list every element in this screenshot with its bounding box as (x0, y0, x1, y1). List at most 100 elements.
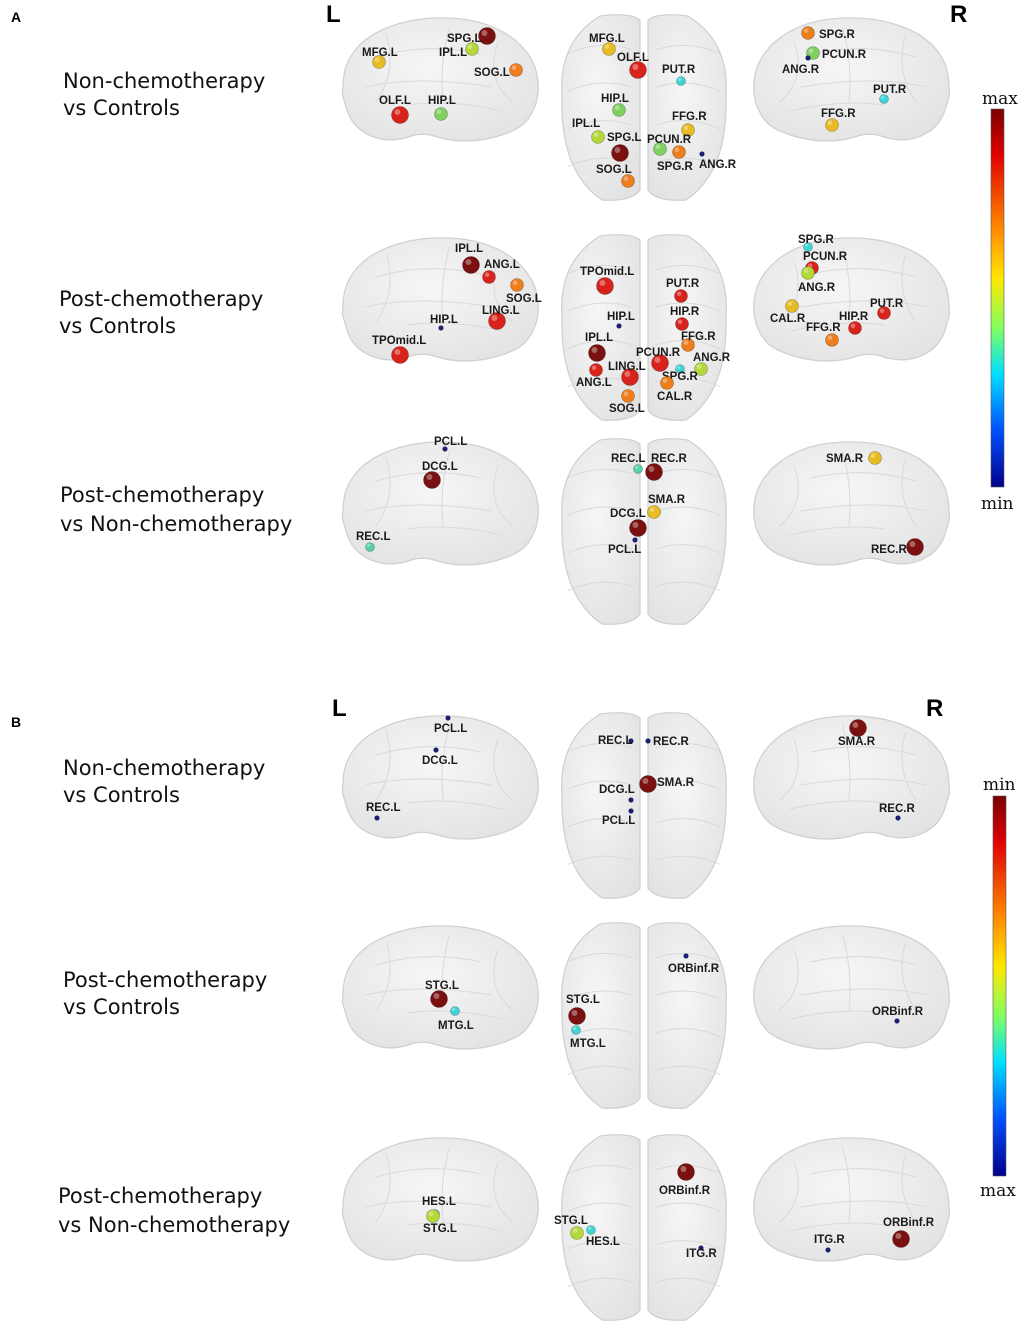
roi-node (621, 174, 635, 188)
roi-node (825, 333, 839, 347)
roi-node-highlight (683, 340, 689, 345)
side-letter-right-a: R (950, 1, 967, 28)
roi-node (677, 1163, 695, 1181)
roi-node-highlight (433, 993, 440, 1000)
brain-sulcus (365, 504, 492, 512)
brain-sulcus (655, 302, 721, 312)
row-label-line: Non-chemotherapy (63, 756, 265, 780)
roi-label: ORBinf.R (872, 1006, 924, 1018)
brain-sulcus (901, 458, 917, 527)
roi-label: PCL.L (608, 544, 641, 556)
roi-node (478, 27, 496, 45)
brain-sulcus (842, 934, 851, 1011)
roi-node (894, 1018, 900, 1024)
roi-node (806, 46, 820, 60)
brain-sulcus (800, 988, 927, 996)
colorbar-a-bottom-label: min (981, 494, 1014, 514)
brain-sulcus (842, 450, 851, 527)
roi-node-highlight (623, 391, 629, 396)
roi-label: HES.L (586, 1236, 620, 1248)
brain-sulcus (789, 800, 885, 810)
roi-node (848, 321, 862, 335)
roi-node (672, 145, 686, 159)
hemisphere-outline (647, 1134, 727, 1321)
brain-top-view-0-1 (561, 234, 727, 421)
roi-node (628, 738, 634, 744)
brain-sulcus (365, 988, 492, 996)
brain-sulcus (810, 1168, 917, 1178)
roi-node-highlight (614, 147, 621, 153)
brain-sulcus (779, 1161, 799, 1223)
roi-node-highlight (573, 1026, 577, 1031)
brain-sulcus (655, 990, 721, 1000)
brain-sulcus (655, 1065, 721, 1075)
roi-node (462, 256, 480, 274)
brain-right-lateral-0-2 (753, 441, 951, 566)
roi-label: ITG.R (814, 1234, 845, 1246)
roi-node-highlight (680, 1166, 687, 1172)
brain-sulcus (655, 818, 721, 828)
brain-sulcus (375, 746, 482, 756)
roi-node (611, 144, 629, 162)
roi-node-highlight (870, 453, 876, 458)
roi-node-highlight (662, 378, 668, 383)
row-label-b2: Post-chemotherapy vs Controls (63, 968, 267, 1019)
roi-node (785, 299, 799, 313)
roi-label: REC.R (871, 544, 907, 556)
roi-label: PCL.L (602, 815, 635, 827)
roi-node (681, 338, 695, 352)
roi-label: SPG.L (447, 33, 482, 45)
brain-sulcus (779, 261, 799, 323)
roi-node-highlight (588, 1226, 592, 1231)
brain-left-lateral-0-2 (341, 441, 539, 566)
brain-sulcus (407, 1222, 503, 1232)
roi-node-highlight (465, 259, 472, 265)
roi-node (629, 519, 647, 537)
roi-node (645, 738, 651, 744)
brain-top-view-1-0 (561, 712, 727, 899)
roi-label: ANG.L (484, 259, 520, 271)
roi-label: MTG.L (438, 1020, 474, 1032)
roi-label: DCG.L (422, 755, 458, 767)
roi-label: PUT.R (662, 64, 696, 76)
roi-label: PCL.L (434, 436, 467, 448)
brain-sulcus (567, 855, 633, 865)
row-label-line: vs Controls (63, 96, 180, 120)
roi-node (653, 142, 667, 156)
brain-outline (341, 925, 539, 1050)
roi-node-highlight (394, 109, 401, 115)
roi-label: IPL.L (572, 118, 600, 130)
roi-node (628, 797, 634, 803)
roi-node (801, 266, 815, 280)
roi-node-highlight (511, 65, 517, 70)
roi-node (621, 389, 635, 403)
roi-node (423, 471, 441, 489)
brain-sulcus (789, 322, 885, 332)
roi-node (647, 505, 661, 519)
roi-node (568, 1007, 586, 1025)
brain-sulcus (567, 780, 633, 790)
brain-sulcus (655, 855, 721, 865)
roi-node-highlight (572, 1228, 578, 1233)
roi-node-highlight (677, 365, 681, 369)
brain-sulcus (655, 780, 721, 790)
brain-sulcus (655, 742, 721, 753)
roi-label: OLF.L (379, 95, 411, 107)
row-label-line: Non-chemotherapy (63, 69, 265, 93)
roi-node-highlight (909, 541, 916, 548)
brain-sulcus (375, 956, 482, 966)
brain-right-lateral-1-1 (753, 925, 951, 1050)
roi-node-highlight (805, 243, 809, 247)
brain-sulcus (810, 746, 917, 756)
brain-sulcus (567, 1277, 633, 1287)
roi-label: PCUN.R (822, 49, 867, 61)
roi-node (612, 103, 626, 117)
roi-label: DCG.L (610, 508, 646, 520)
roi-label: REC.R (653, 736, 689, 748)
brain-sulcus (655, 1240, 721, 1250)
roi-node-highlight (591, 347, 598, 353)
roi-label: PUT.R (873, 84, 907, 96)
brain-sulcus (655, 1202, 721, 1212)
roi-label: REC.L (356, 531, 391, 543)
roi-label: FFG.R (672, 111, 707, 123)
